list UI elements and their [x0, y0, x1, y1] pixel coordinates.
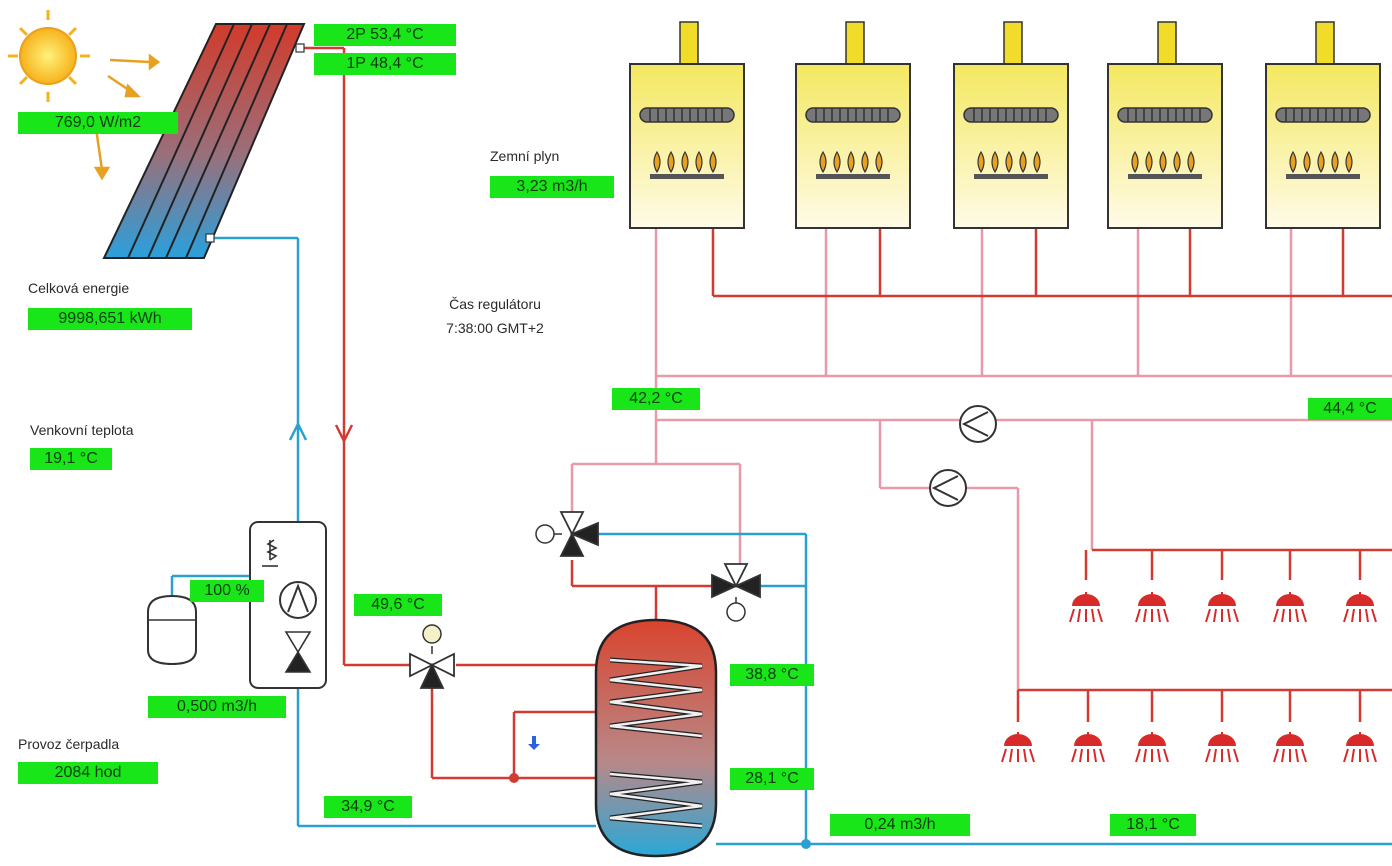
solar-supply-temp: 49,6 °C [354, 594, 442, 616]
shower-head-icon [1343, 591, 1377, 623]
gas-boiler-icon [1265, 21, 1381, 229]
pipe-junction [801, 839, 811, 849]
shower-head-icon [1205, 591, 1239, 623]
hot-pipes [304, 46, 1392, 780]
gas-flow-value: 3,23 m3/h [490, 176, 614, 198]
boiler-header-temp: 42,2 °C [612, 388, 700, 410]
storage-tank-icon [594, 618, 718, 858]
safety-valve-icon [262, 539, 278, 567]
pump-station [249, 521, 327, 689]
shower-head-icon [1069, 591, 1103, 623]
sun-icon [8, 10, 161, 181]
pump-runtime-label: Provoz čerpadla [18, 736, 120, 752]
tank-bottom-temp: 28,1 °C [730, 768, 814, 790]
shower-head-icon [1273, 731, 1307, 763]
solar-flow-value: 0,500 m3/h [148, 696, 286, 718]
pump-speed-value: 100 % [190, 580, 264, 602]
expansion-vessel-icon [147, 594, 197, 666]
circuit-temp: 44,4 °C [1308, 398, 1392, 420]
gas-label: Zemní plyn [490, 148, 560, 164]
gas-boiler-icon [629, 21, 745, 229]
outdoor-temp-value: 19,1 °C [30, 448, 112, 470]
shower-head-icon [1001, 731, 1035, 763]
shower-head-icon [1205, 731, 1239, 763]
outdoor-temp-label: Venkovní teplota [30, 422, 134, 438]
controller-time-label: Čas regulátoru [449, 296, 541, 312]
shower-head-icon [1343, 731, 1377, 763]
total-energy-label: Celková energie [28, 280, 130, 296]
up-arrow-icon [288, 421, 308, 441]
pump-runtime-value: 2084 hod [18, 762, 158, 784]
shower-head-icon [1071, 731, 1105, 763]
gas-boiler-icon [795, 21, 911, 229]
pipe-junction [509, 773, 519, 783]
gas-boiler-icon [1107, 21, 1223, 229]
warm-header-pipes [570, 228, 1392, 690]
collector-out-temp: 2P 53,4 °C [314, 24, 456, 46]
pump-icon [929, 469, 967, 507]
shower-head-icon [1135, 591, 1169, 623]
temperature-sensor-icon [528, 736, 540, 750]
collector-in-temp: 1P 48,4 °C [314, 53, 456, 75]
controller-time-value: 7:38:00 GMT+2 [446, 320, 544, 336]
three-way-valve-icon [535, 511, 599, 557]
return-temp: 34,9 °C [324, 796, 412, 818]
pump-icon [959, 405, 997, 443]
water-flow-value: 0,24 m3/h [830, 814, 970, 836]
three-way-valve-icon [711, 563, 761, 622]
total-energy-value: 9998,651 kWh [28, 308, 192, 330]
cold-water-temp: 18,1 °C [1110, 814, 1196, 836]
solar-collector-icon [102, 23, 306, 259]
irradiance-value: 769,0 W/m2 [18, 112, 178, 134]
tank-top-temp: 38,8 °C [730, 664, 814, 686]
gas-boiler-icon [953, 21, 1069, 229]
three-way-valve-icon [409, 624, 455, 689]
shower-head-icon [1273, 591, 1307, 623]
shower-head-icon [1135, 731, 1169, 763]
down-arrow-icon [334, 424, 354, 444]
